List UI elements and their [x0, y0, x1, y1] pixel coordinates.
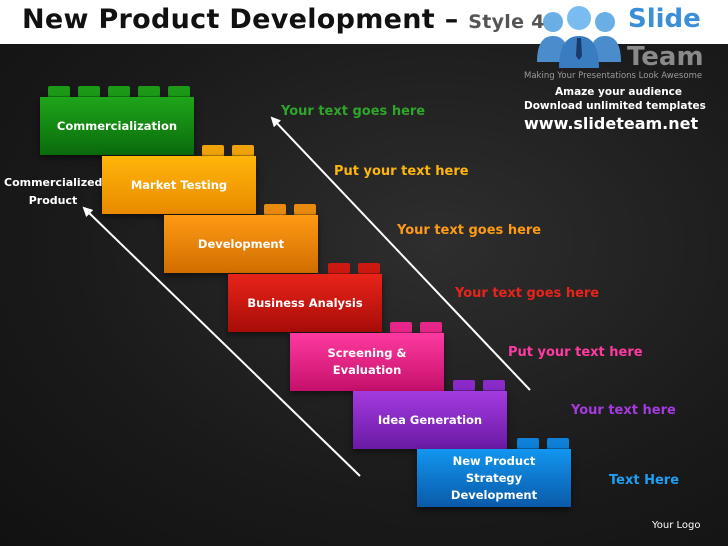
step-note-4: Your text goes here: [455, 286, 600, 301]
block-stud: [517, 438, 539, 451]
promo-line-1: Amaze your audience: [555, 86, 683, 98]
step-block-screening-evaluation: Screening & Evaluation: [290, 333, 444, 391]
page-subtitle: Style 4: [468, 11, 545, 33]
block-stud: [138, 86, 160, 99]
block-stud: [202, 145, 224, 158]
step-block-commercialization: Commercialization: [40, 97, 194, 155]
team-people-icon: [537, 6, 621, 68]
block-stud: [48, 86, 70, 99]
page-title: New Product Development – Style 4: [22, 4, 545, 35]
block-stud: [547, 438, 569, 451]
block-stud: [78, 86, 100, 99]
step-block-business-analysis: Business Analysis: [228, 274, 382, 332]
step-note-5: Put your text here: [508, 345, 643, 360]
brand-url[interactable]: www.slideteam.net: [524, 114, 699, 133]
promo-line-2: Download unlimited templates: [524, 100, 706, 112]
step-note-1: Your text goes here: [281, 104, 426, 119]
step-block-new-product-strategy: New Product Strategy Development: [417, 449, 571, 507]
brand-slide: Slide: [628, 4, 701, 34]
step-block-market-testing: Market Testing: [102, 156, 256, 214]
footer-logo-text: Your Logo: [652, 520, 701, 531]
block-stud: [108, 86, 130, 99]
step-note-7: Text Here: [609, 473, 680, 488]
brand-tagline: Making Your Presentations Look Awesome: [524, 71, 703, 81]
commercialized-product-label: Commercialized Product: [4, 176, 103, 207]
step-note-2: Put your text here: [334, 164, 469, 179]
brand-team: Team: [627, 42, 704, 72]
step-note-6: Your text here: [571, 403, 676, 418]
block-stud: [168, 86, 190, 99]
block-stud: [232, 145, 254, 158]
step-block-development: Development: [164, 215, 318, 273]
step-note-3: Your text goes here: [397, 223, 542, 238]
step-block-idea-generation: Idea Generation: [353, 391, 507, 449]
